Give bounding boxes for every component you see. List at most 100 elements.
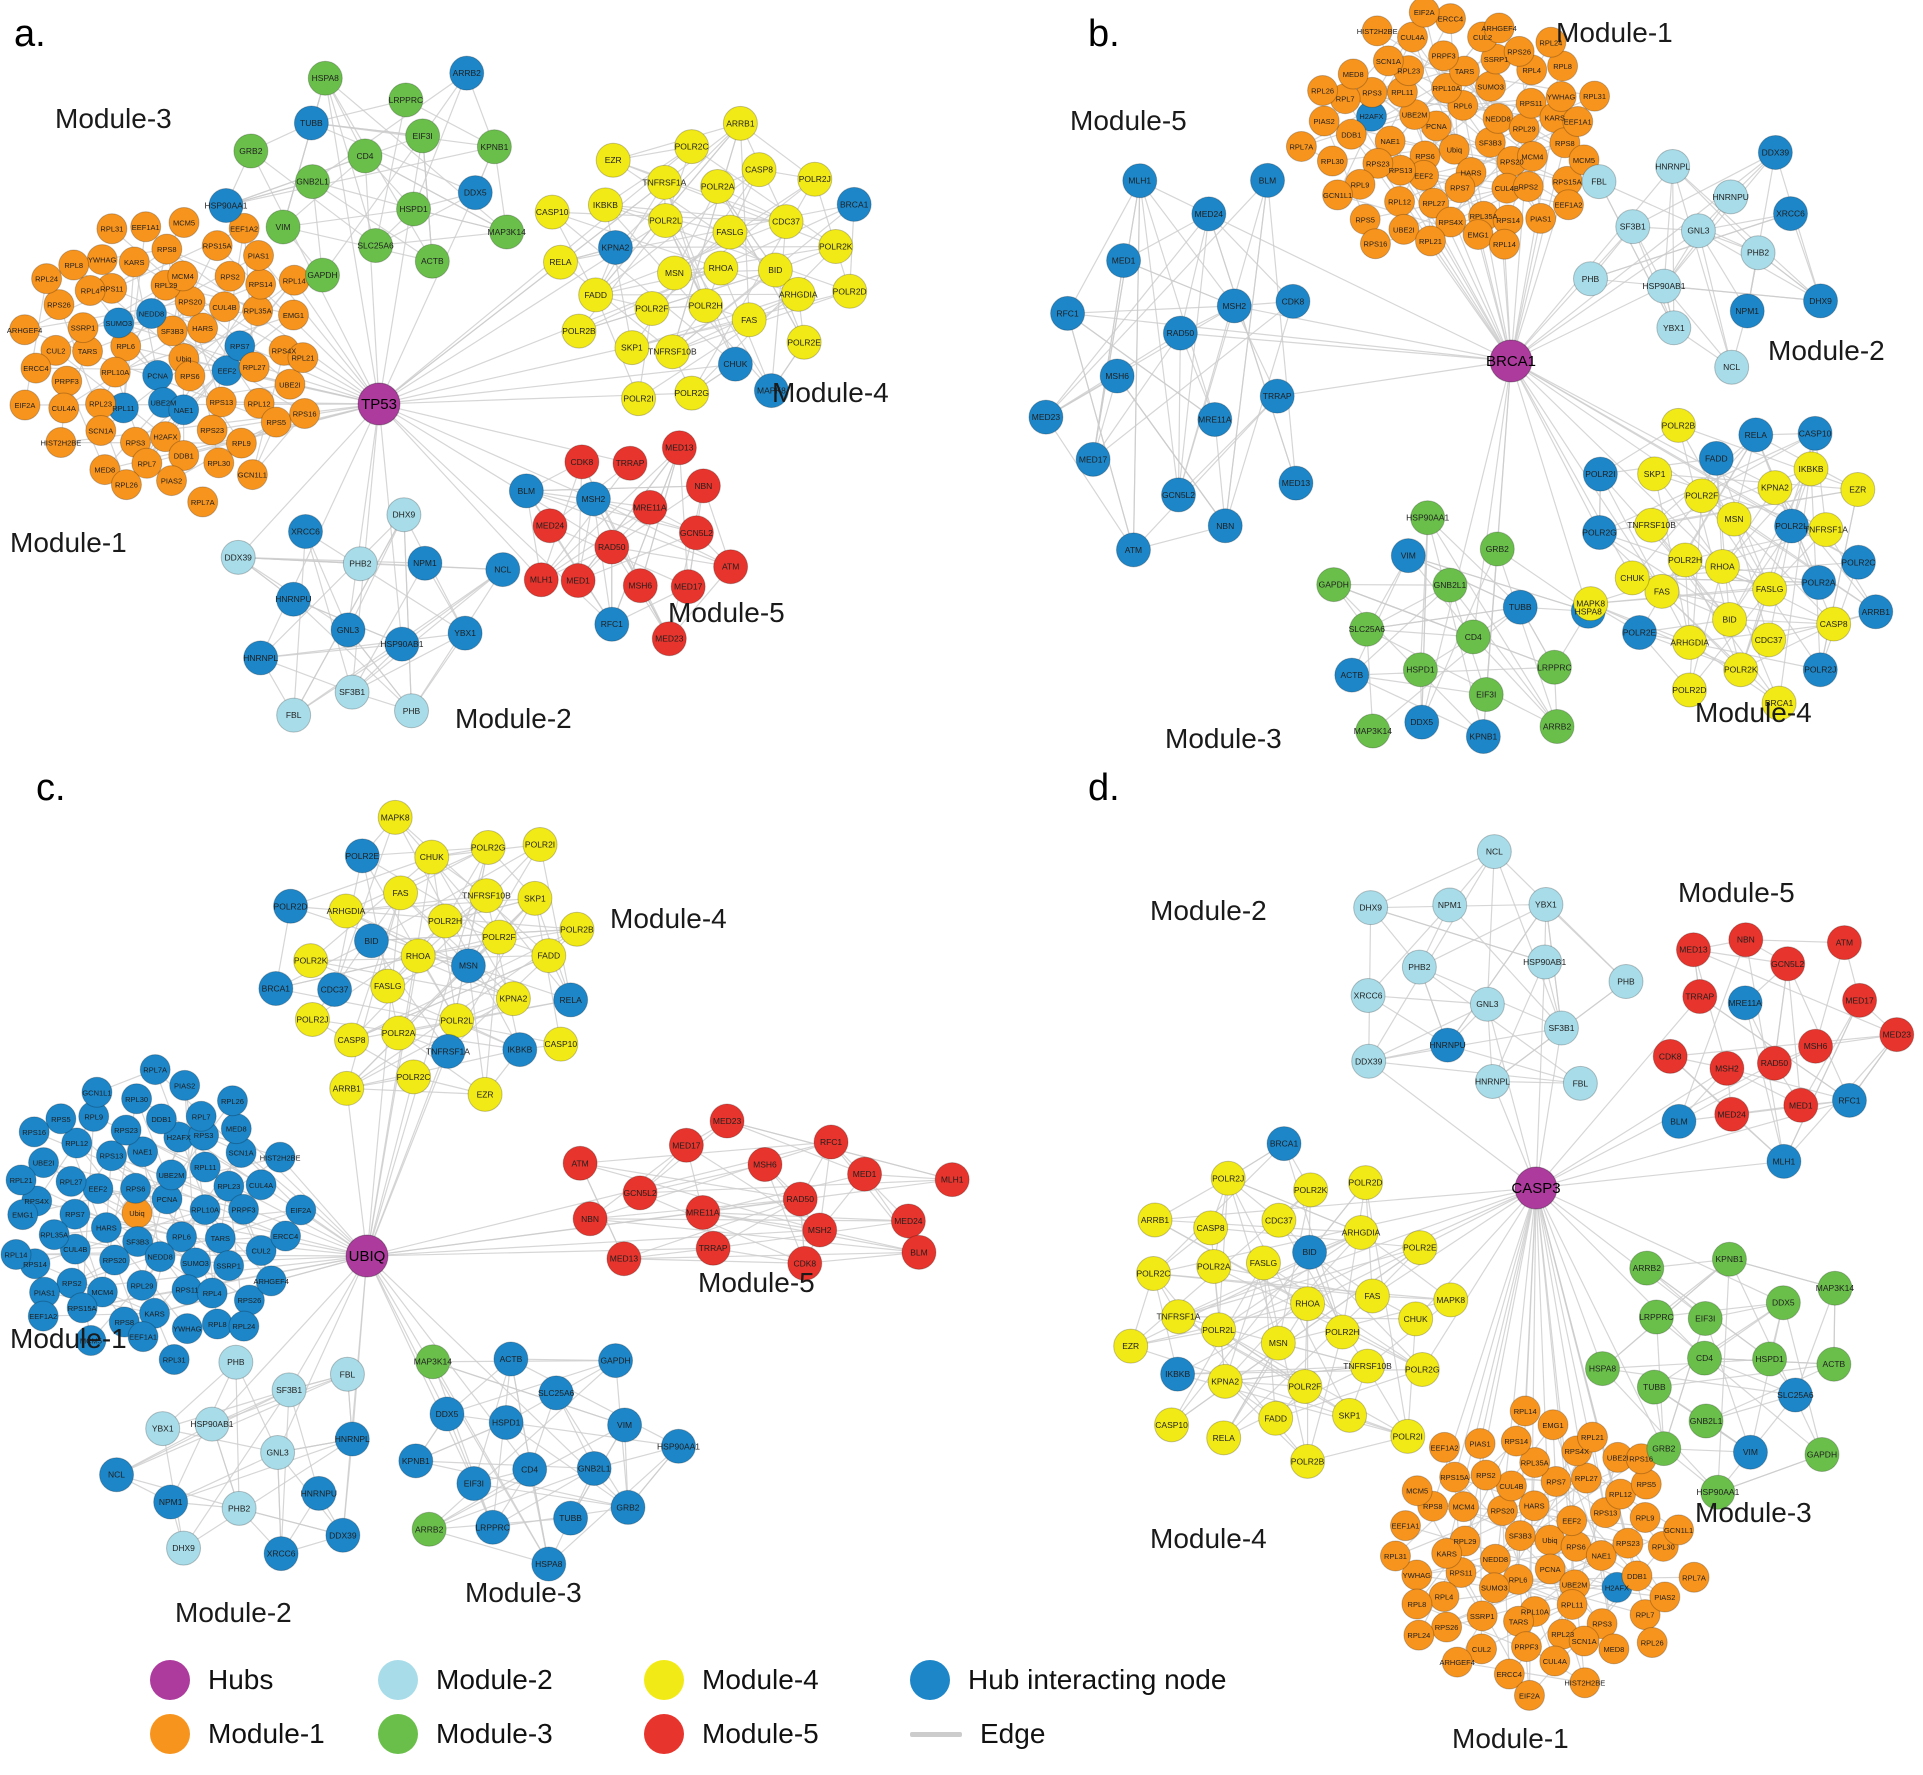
gene-node[interactable] — [1483, 12, 1515, 44]
gene-node[interactable] — [245, 1235, 277, 1267]
gene-node[interactable] — [1160, 477, 1196, 513]
gene-node[interactable] — [9, 389, 41, 421]
gene-node[interactable] — [1803, 283, 1839, 319]
gene-node[interactable] — [1570, 1462, 1602, 1494]
gene-node[interactable] — [85, 414, 117, 446]
gene-node[interactable] — [668, 1127, 704, 1163]
gene-node[interactable] — [214, 260, 246, 292]
gene-node[interactable] — [1390, 538, 1426, 574]
gene-node[interactable] — [1572, 261, 1608, 297]
gene-node[interactable] — [1816, 1346, 1852, 1382]
gene-node[interactable] — [1197, 401, 1233, 437]
gene-node[interactable] — [1612, 1527, 1644, 1559]
gene-node[interactable] — [45, 1103, 77, 1135]
gene-node[interactable] — [703, 250, 739, 286]
gene-node[interactable] — [1430, 1027, 1466, 1063]
gene-node[interactable] — [377, 799, 413, 835]
gene-node[interactable] — [572, 1201, 608, 1237]
gene-node[interactable] — [103, 307, 135, 339]
gene-node[interactable] — [1684, 478, 1720, 514]
gene-node[interactable] — [75, 1325, 107, 1357]
gene-node[interactable] — [538, 1375, 574, 1411]
gene-node[interactable] — [1714, 1096, 1750, 1132]
gene-node[interactable] — [43, 289, 75, 321]
gene-node[interactable] — [1527, 944, 1563, 980]
gene-node[interactable] — [1649, 1581, 1681, 1613]
gene-node[interactable] — [263, 1536, 299, 1572]
gene-node[interactable] — [1629, 1501, 1661, 1533]
gene-node[interactable] — [1404, 1351, 1440, 1387]
gene-node[interactable] — [1275, 283, 1311, 319]
gene-node[interactable] — [1438, 133, 1470, 165]
gene-node[interactable] — [96, 213, 128, 245]
gene-node[interactable] — [1478, 1572, 1510, 1604]
gene-node[interactable] — [67, 312, 99, 344]
gene-node[interactable] — [245, 1169, 277, 1201]
gene-node[interactable] — [145, 1103, 177, 1135]
gene-node[interactable] — [1207, 1363, 1243, 1399]
gene-node[interactable] — [414, 839, 450, 875]
gene-node[interactable] — [1433, 1282, 1469, 1318]
gene-node[interactable] — [325, 1517, 361, 1553]
gene-node[interactable] — [1672, 624, 1708, 660]
gene-node[interactable] — [594, 529, 630, 565]
gene-node[interactable] — [110, 469, 142, 501]
gene-node[interactable] — [1525, 202, 1557, 234]
gene-node[interactable] — [414, 243, 450, 279]
gene-node[interactable] — [405, 118, 441, 154]
gene-node[interactable] — [523, 562, 559, 598]
gene-node[interactable] — [274, 368, 306, 400]
gene-node[interactable] — [393, 693, 429, 729]
gene-node[interactable] — [813, 1124, 849, 1160]
gene-node[interactable] — [502, 1032, 538, 1068]
gene-node[interactable] — [1621, 1560, 1653, 1592]
gene-node[interactable] — [411, 1511, 447, 1547]
gene-node[interactable] — [1372, 45, 1404, 77]
gene-node[interactable] — [99, 1457, 135, 1493]
gene-node[interactable] — [1028, 399, 1064, 435]
gene-node[interactable] — [1552, 189, 1584, 221]
gene-node[interactable] — [1431, 1611, 1463, 1643]
gene-node[interactable] — [208, 188, 244, 224]
gene-node[interactable] — [1732, 1434, 1768, 1470]
gene-node[interactable] — [334, 1421, 370, 1457]
gene-node[interactable] — [260, 1434, 296, 1470]
gene-node[interactable] — [512, 1451, 548, 1487]
gene-node[interactable] — [27, 1300, 59, 1332]
gene-node[interactable] — [1636, 1369, 1672, 1405]
gene-node[interactable] — [1201, 1312, 1237, 1348]
gene-node[interactable] — [187, 486, 219, 518]
gene-node[interactable] — [1448, 55, 1480, 87]
gene-node[interactable] — [430, 1033, 466, 1069]
gene-node[interactable] — [156, 315, 188, 347]
gene-node[interactable] — [1468, 677, 1504, 713]
gene-node[interactable] — [1712, 601, 1748, 637]
gene-node[interactable] — [1842, 982, 1878, 1018]
gene-node[interactable] — [153, 1484, 189, 1520]
gene-node[interactable] — [1671, 672, 1707, 708]
gene-node[interactable] — [1562, 105, 1594, 137]
gene-node[interactable] — [1646, 1431, 1682, 1467]
gene-node[interactable] — [208, 291, 240, 323]
gene-node[interactable] — [205, 386, 237, 418]
gene-node[interactable] — [90, 1212, 122, 1244]
gene-node[interactable] — [731, 302, 767, 338]
gene-node[interactable] — [1390, 1418, 1426, 1454]
gene-node[interactable] — [1629, 1250, 1665, 1286]
gene-node[interactable] — [1350, 1348, 1386, 1384]
gene-node[interactable] — [1831, 1082, 1867, 1118]
gene-node[interactable] — [1667, 542, 1703, 578]
gene-node[interactable] — [58, 249, 90, 281]
gene-node[interactable] — [1510, 1631, 1542, 1663]
gene-node[interactable] — [901, 1234, 937, 1270]
gene-node[interactable] — [1579, 80, 1611, 112]
gene-node[interactable] — [1515, 87, 1547, 119]
gene-node[interactable] — [508, 473, 544, 509]
gene-node[interactable] — [1817, 1270, 1853, 1306]
gene-node[interactable] — [561, 313, 597, 349]
gene-node[interactable] — [575, 481, 611, 517]
gene-node[interactable] — [429, 1396, 465, 1432]
gene-node[interactable] — [495, 981, 531, 1017]
gene-node[interactable] — [1711, 1241, 1747, 1277]
gene-node[interactable] — [1290, 1443, 1326, 1479]
